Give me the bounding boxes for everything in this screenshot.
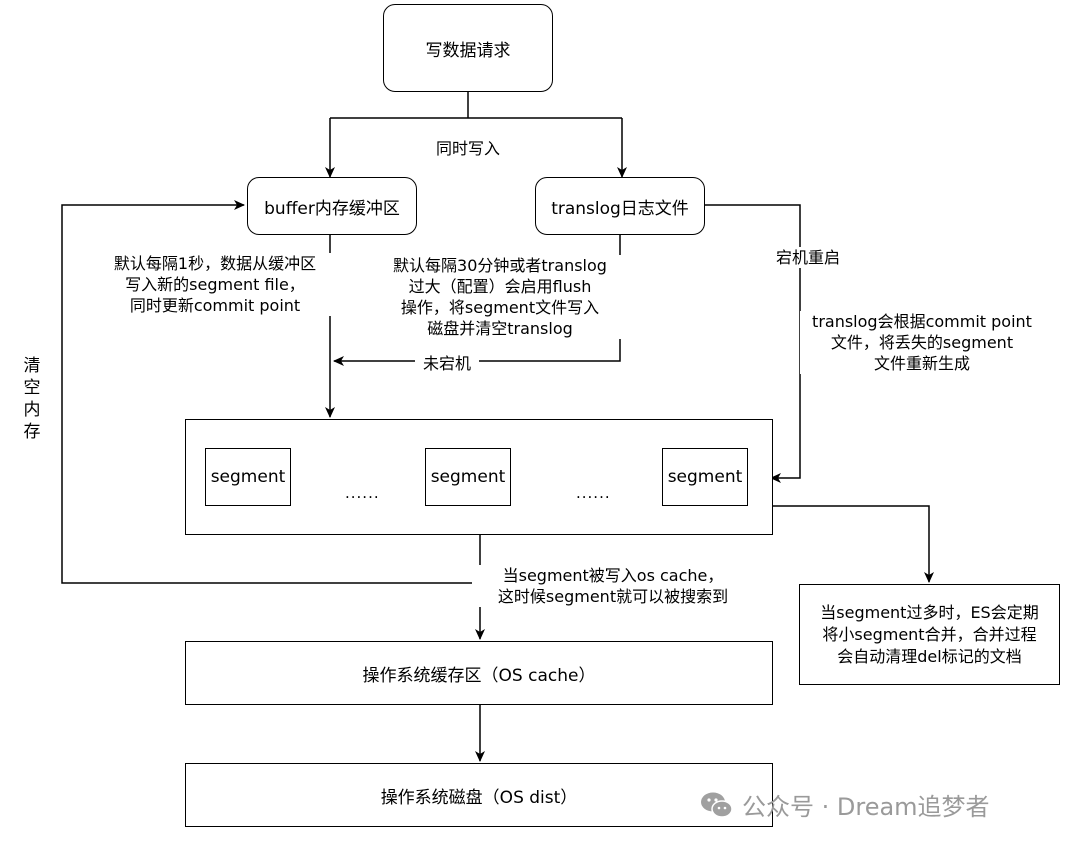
buffer-node: buffer内存缓冲区 (247, 177, 417, 235)
segment-block-1: segment (205, 448, 291, 506)
segment-ellipsis-2: ...... (576, 484, 611, 502)
watermark-text: 公众号 · Dream追梦者 (742, 793, 990, 821)
segment-block-3: segment (662, 448, 748, 506)
clear-memory-label: 清空内存 (23, 356, 41, 442)
searchable-label: 当segment被写入os cache， 这时候segment就可以被搜索到 (472, 565, 754, 607)
edge-clear-memory (61, 200, 480, 584)
no-crash-label: 未宕机 (415, 353, 479, 374)
translog-node: translog日志文件 (535, 177, 705, 235)
crash-restart-label: 宕机重启 (768, 247, 848, 268)
segment-block-2: segment (425, 448, 511, 506)
watermark: 公众号 · Dream追梦者 (700, 787, 990, 822)
os-disk-node: 操作系统磁盘（OS dist） (185, 763, 773, 827)
write-request-node: 写数据请求 (383, 4, 553, 92)
edge-segments-to-merge (772, 505, 934, 583)
simultaneous-write-label: 同时写入 (428, 138, 508, 159)
os-cache-node: 操作系统缓存区（OS cache） (185, 641, 773, 705)
translog-recover-label: translog会根据commit point 文件，将丢失的segment 文… (800, 311, 1044, 374)
buffer-refresh-label: 默认每隔1秒，数据从缓冲区 写入新的segment file， 同时更新comm… (80, 253, 350, 316)
segment-ellipsis-1: ...... (345, 484, 380, 502)
wechat-icon (701, 792, 733, 818)
merge-note-node: 当segment过多时，ES会定期 将小segment合并，合并过程 会自动清理… (799, 584, 1060, 685)
translog-flush-label: 默认每隔30分钟或者translog 过大（配置）会启用flush 操作，将se… (370, 255, 630, 339)
